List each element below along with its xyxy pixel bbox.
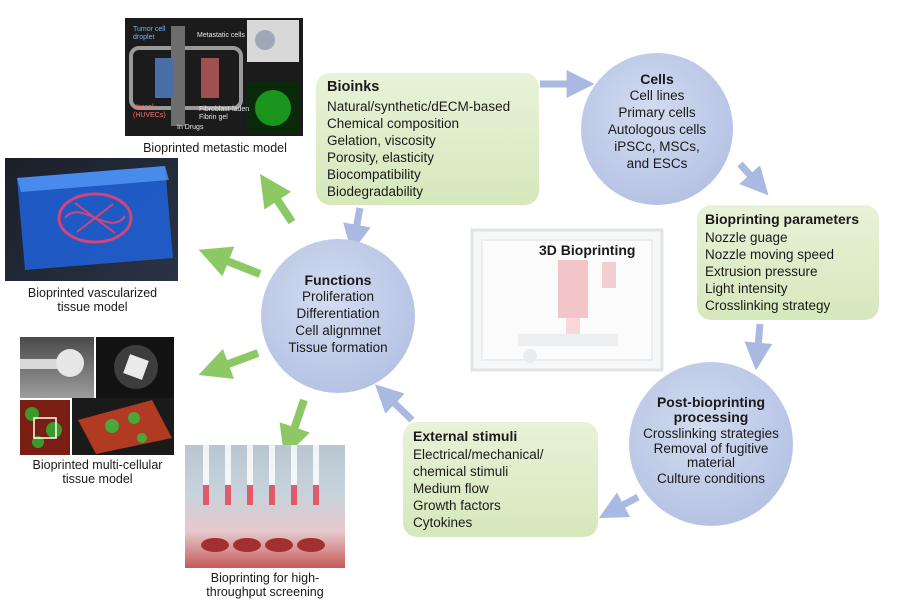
post-title-line1: Post-bioprinting xyxy=(656,394,766,410)
bioinks-title: Bioinks xyxy=(327,79,380,95)
center-title: 3D Bioprinting xyxy=(539,242,636,258)
functions-item: Differentiation xyxy=(296,306,380,321)
vascular-model-image xyxy=(5,158,178,281)
bioinks-item: Biodegradability xyxy=(327,184,424,199)
arrow-functions-to-metastatic xyxy=(260,174,296,225)
arrow-bioinks-to-functions xyxy=(343,207,371,253)
stimuli-item: Electrical/mechanical/ xyxy=(413,447,544,462)
metastatic-model-image: Tumor cell droplet Metastatic cells Vess… xyxy=(125,18,303,136)
post-title-line2: processing xyxy=(673,409,749,425)
parameters-title: Bioprinting parameters xyxy=(705,211,860,227)
caption-screening-line2: throughput screening xyxy=(206,585,324,599)
arrow-cells-to-parameters xyxy=(737,161,769,196)
caption-multicell-line1: Bioprinted multi-cellular xyxy=(32,458,163,472)
post-item: material xyxy=(686,455,735,470)
cells-item: Cell lines xyxy=(629,88,685,103)
arrow-stimuli-to-functions xyxy=(374,384,415,423)
arrow-functions-to-screening xyxy=(279,398,310,458)
parameters-item: Crosslinking strategy xyxy=(705,298,831,313)
functions-title: Functions xyxy=(304,272,372,288)
bioinks-box: Bioinks Natural/synthetic/dECM-based Che… xyxy=(316,73,539,205)
parameters-item: Nozzle guage xyxy=(705,230,788,245)
post-processing-circle: Post-bioprinting processing Crosslinking… xyxy=(629,362,793,526)
cells-item: iPSCc, MSCs, xyxy=(614,139,700,154)
multicell-construct-image xyxy=(96,337,174,398)
parameters-box: Bioprinting parameters Nozzle guage Nozz… xyxy=(697,205,879,320)
multicell-device-image xyxy=(20,337,94,398)
bioinks-item: Natural/synthetic/dECM-based xyxy=(327,99,511,114)
bioprinter-illustration xyxy=(470,228,664,372)
caption-multicell-line2: tissue model xyxy=(62,472,133,486)
post-item: Removal of fugitive xyxy=(653,441,769,456)
cells-circle: Cells Cell lines Primary cells Autologou… xyxy=(581,53,733,205)
stimuli-item: chemical stimuli xyxy=(413,464,509,479)
cells-item: Primary cells xyxy=(618,105,696,120)
arrow-functions-to-vascular xyxy=(198,246,262,278)
chip-label-metastatic: Metastatic cells xyxy=(197,32,245,39)
post-item: Crosslinking strategies xyxy=(643,426,779,441)
chip-label-tumor-2: droplet xyxy=(133,34,155,41)
parameters-item: Nozzle moving speed xyxy=(705,247,835,262)
multicell-3d-image xyxy=(72,398,174,455)
stimuli-title: External stimuli xyxy=(413,428,518,444)
post-item: Culture conditions xyxy=(656,471,766,486)
stimuli-box: External stimuli Electrical/mechanical/ … xyxy=(403,422,598,537)
screening-image xyxy=(185,445,345,568)
caption-vascular-line2: tissue model xyxy=(57,300,128,314)
cells-item: and ESCs xyxy=(626,156,688,171)
functions-item: Cell alignmnet xyxy=(295,323,381,338)
functions-circle: Functions Proliferation Differentiation … xyxy=(261,239,415,393)
multicell-stain-image xyxy=(20,400,70,455)
parameters-item: Extrusion pressure xyxy=(705,264,818,279)
functions-item: Proliferation xyxy=(301,289,375,304)
chip-label-fibroblast-2: Fibrin gel xyxy=(199,114,228,121)
chip-label-fibroblast-1: Fibroblast-laden xyxy=(199,106,250,113)
bioinks-item: Biocompatibility xyxy=(327,167,421,182)
chip-label-drugs: In Drugs xyxy=(177,124,204,131)
bioinks-item: Porosity, elasticity xyxy=(327,150,435,165)
cells-title: Cells xyxy=(640,71,674,87)
arrow-functions-to-multicell xyxy=(198,348,260,379)
caption-metastatic: Bioprinted metastic model xyxy=(143,141,287,155)
stimuli-item: Growth factors xyxy=(413,498,501,513)
cells-item: Autologous cells xyxy=(607,122,707,137)
parameters-item: Light intensity xyxy=(705,281,788,296)
chip-label-vessel-1: Vessel xyxy=(133,104,154,111)
bioinks-item: Gelation, viscosity xyxy=(327,133,436,148)
caption-vascular-line1: Bioprinted vascularized xyxy=(27,286,158,300)
chip-label-tumor-1: Tumor cell xyxy=(133,26,166,33)
bioinks-item: Chemical composition xyxy=(327,116,460,131)
arrow-parameters-to-post xyxy=(744,323,773,371)
chip-label-vessel-2: (HUVECs) xyxy=(133,112,166,119)
stimuli-item: Cytokines xyxy=(413,515,473,530)
arrow-post-to-stimuli xyxy=(598,492,640,518)
caption-screening-line1: Bioprinting for high- xyxy=(210,571,320,585)
functions-item: Tissue formation xyxy=(288,340,388,355)
stimuli-item: Medium flow xyxy=(413,481,489,496)
